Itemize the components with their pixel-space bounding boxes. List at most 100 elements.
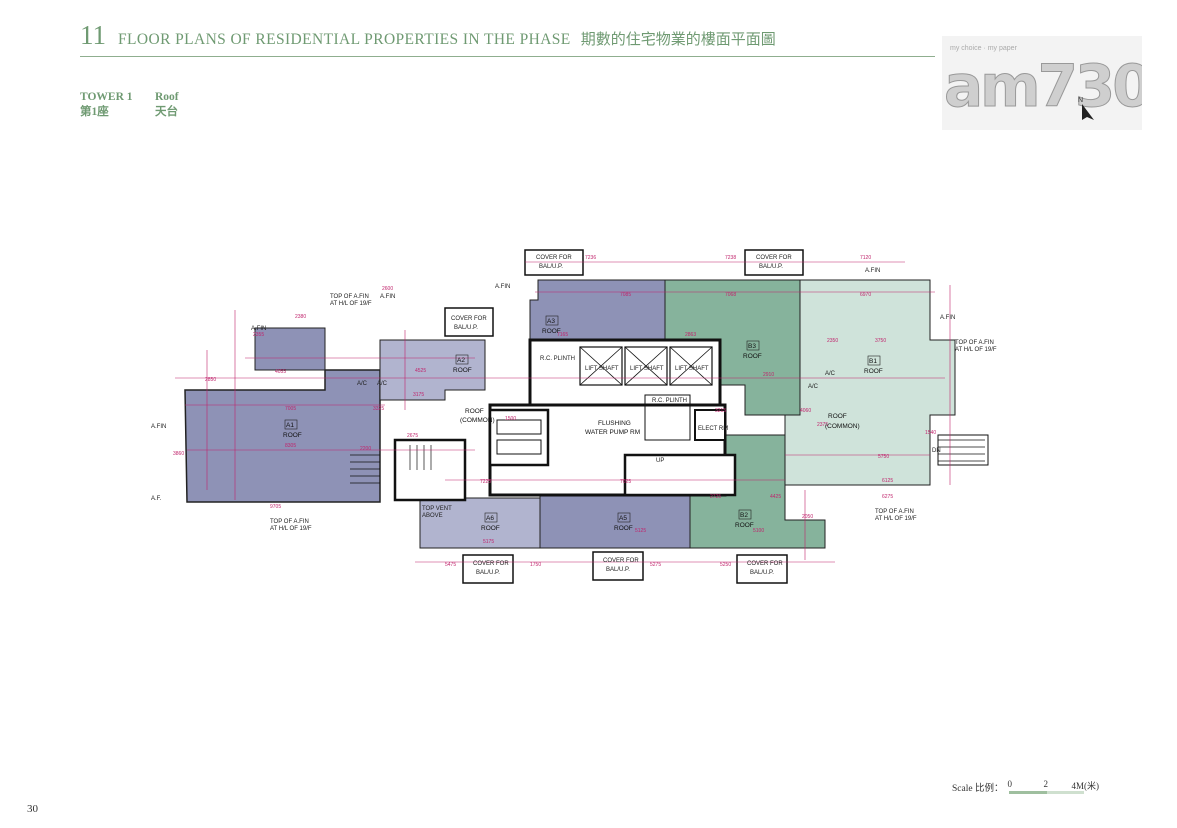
dim-4525: 4525 bbox=[415, 368, 426, 374]
roof-label-b1: ROOF bbox=[864, 368, 883, 375]
top-afin-label-1b: AT H/L OF 19/F bbox=[330, 301, 372, 307]
roof-label-a2: ROOF bbox=[453, 367, 472, 374]
cover-label-3b: BAL/U.P. bbox=[454, 325, 478, 331]
floor-en: Roof bbox=[155, 91, 179, 103]
afin-label-3: A.FIN bbox=[380, 294, 395, 300]
top-afin-label-3b: AT H/L OF 19/F bbox=[875, 516, 917, 522]
dim-2375: 2375 bbox=[817, 422, 828, 428]
section-title-zh: 期數的住宅物業的樓面平面圖 bbox=[580, 32, 776, 48]
dim-3750: 3750 bbox=[875, 338, 886, 344]
roof-label-a5: ROOF bbox=[614, 525, 633, 532]
dim-9705: 9705 bbox=[270, 504, 281, 510]
water-tanks bbox=[488, 408, 550, 467]
roof-label-a3: ROOF bbox=[542, 328, 561, 335]
roof-label-b3: ROOF bbox=[743, 353, 762, 360]
dim-2350: 2350 bbox=[827, 338, 838, 344]
flushing-label-2: WATER PUMP RM bbox=[585, 429, 640, 436]
page-number: 30 bbox=[27, 803, 38, 815]
roof-common-left-2: (COMMON) bbox=[460, 417, 495, 424]
cover-boxes bbox=[444, 249, 804, 584]
am730-logo: my choice · my paper am730 N bbox=[942, 36, 1142, 130]
section-number: 11 bbox=[80, 20, 106, 50]
dim-7165: 7165 bbox=[557, 332, 568, 338]
dim-7085: 7085 bbox=[620, 292, 631, 298]
logo-background bbox=[942, 36, 1142, 130]
dim-7068: 7068 bbox=[725, 292, 736, 298]
cover-label-2a: COVER FOR bbox=[756, 255, 792, 261]
unit-label-b1: B1 bbox=[869, 358, 877, 365]
tower-floor-label: TOWER 1 Roof 第1座 天台 bbox=[80, 90, 179, 120]
dn-label: DN bbox=[932, 448, 941, 454]
top-afin-label-4a: TOP OF A.FIN bbox=[955, 340, 994, 346]
scale-tick-2: 2 bbox=[1043, 779, 1048, 789]
dim-8305: 8305 bbox=[285, 443, 296, 449]
unit-a1-upper bbox=[254, 327, 326, 371]
top-afin-label-2a: TOP OF A.FIN bbox=[270, 519, 309, 525]
dim-7236: 7236 bbox=[585, 255, 596, 261]
dim-6275: 6275 bbox=[882, 494, 893, 500]
unit-a5-roof bbox=[539, 494, 691, 549]
dim-1500: 1500 bbox=[505, 416, 516, 422]
dim-4425: 4425 bbox=[770, 494, 781, 500]
top-afin-label-2b: AT H/L OF 19/F bbox=[270, 526, 312, 532]
dim-2200: 2200 bbox=[360, 446, 371, 452]
elect-rm-box bbox=[694, 409, 726, 441]
ac-label-1: A/C bbox=[357, 381, 368, 387]
floor-plan-drawing: 7236 7238 7120 7085 7165 7068 6970 2600 … bbox=[151, 249, 997, 584]
afin-label-2: A.FIN bbox=[251, 326, 266, 332]
rc-plinth-1: R.C. PLINTH bbox=[540, 356, 575, 362]
header-divider bbox=[80, 56, 935, 57]
scale-bar-dark bbox=[1009, 791, 1085, 794]
lift-shaft-1: LIFT SHAFT bbox=[585, 366, 619, 372]
dim-2600: 2600 bbox=[382, 286, 393, 292]
dimension-lines bbox=[175, 261, 951, 563]
cover-label-4a: COVER FOR bbox=[473, 561, 509, 567]
dim-2725: 2725 bbox=[710, 494, 721, 500]
dim-3860: 3860 bbox=[173, 451, 184, 457]
cover-label-1b: BAL/U.P. bbox=[539, 264, 563, 270]
dim-1750: 1750 bbox=[530, 562, 541, 568]
stair-right bbox=[623, 453, 737, 497]
dim-2050: 2050 bbox=[802, 514, 813, 520]
ac-label-2: A/C bbox=[377, 381, 388, 387]
section-title: FLOOR PLANS OF RESIDENTIAL PROPERTIES IN… bbox=[118, 31, 571, 48]
scale-bar-light bbox=[1047, 791, 1085, 794]
dim-5175: 5175 bbox=[483, 539, 494, 545]
up-label: UP bbox=[656, 458, 664, 464]
cover-label-5a: COVER FOR bbox=[603, 558, 639, 564]
stair-dn-right bbox=[937, 434, 989, 466]
dimension-labels: 7236 7238 7120 7085 7165 7068 6970 2600 … bbox=[173, 255, 936, 568]
tower-en: TOWER 1 bbox=[80, 91, 133, 103]
dim-3215: 3215 bbox=[715, 408, 726, 414]
stair-left bbox=[393, 438, 467, 502]
dim-6970: 6970 bbox=[860, 292, 871, 298]
unit-label-a3: A3 bbox=[547, 318, 555, 325]
dim-2910: 2910 bbox=[763, 372, 774, 378]
unit-b1-roof bbox=[784, 279, 956, 486]
dim-2850: 2850 bbox=[205, 377, 216, 383]
af-label: A.F. bbox=[151, 496, 162, 502]
logo-tagline: my choice · my paper bbox=[950, 45, 1018, 52]
dim-3325: 3325 bbox=[373, 406, 384, 412]
dim-5275: 5275 bbox=[650, 562, 661, 568]
unit-label-a2: A2 bbox=[457, 357, 465, 364]
dim-3175: 3175 bbox=[413, 392, 424, 398]
dim-4060: 4060 bbox=[800, 408, 811, 414]
scale-graphic: 0 2 4M(米) bbox=[1007, 779, 1102, 798]
dim-5750: 5750 bbox=[878, 454, 889, 460]
dim-5125: 5125 bbox=[635, 528, 646, 534]
top-vent-label-1: TOP VENT bbox=[422, 506, 452, 512]
dim-7225: 7225 bbox=[480, 479, 491, 485]
unit-label-a5: A5 bbox=[619, 515, 627, 522]
svg-text:N: N bbox=[1078, 97, 1083, 104]
lift-shaft-2: LIFT SHAFT bbox=[630, 366, 664, 372]
scale-tick-4: 4M(米) bbox=[1071, 781, 1099, 791]
top-afin-label-4b: AT H/L OF 19/F bbox=[955, 347, 997, 353]
north-arrow-icon: N bbox=[1078, 97, 1094, 120]
rc-plinth-2: R.C. PLINTH bbox=[652, 398, 687, 404]
roof-common-left-1: ROOF bbox=[465, 408, 484, 415]
ac-label-3: A/C bbox=[825, 371, 836, 377]
dim-7120: 7120 bbox=[860, 255, 871, 261]
unit-label-b3: B3 bbox=[748, 343, 756, 350]
unit-label-b2: B2 bbox=[740, 512, 748, 519]
